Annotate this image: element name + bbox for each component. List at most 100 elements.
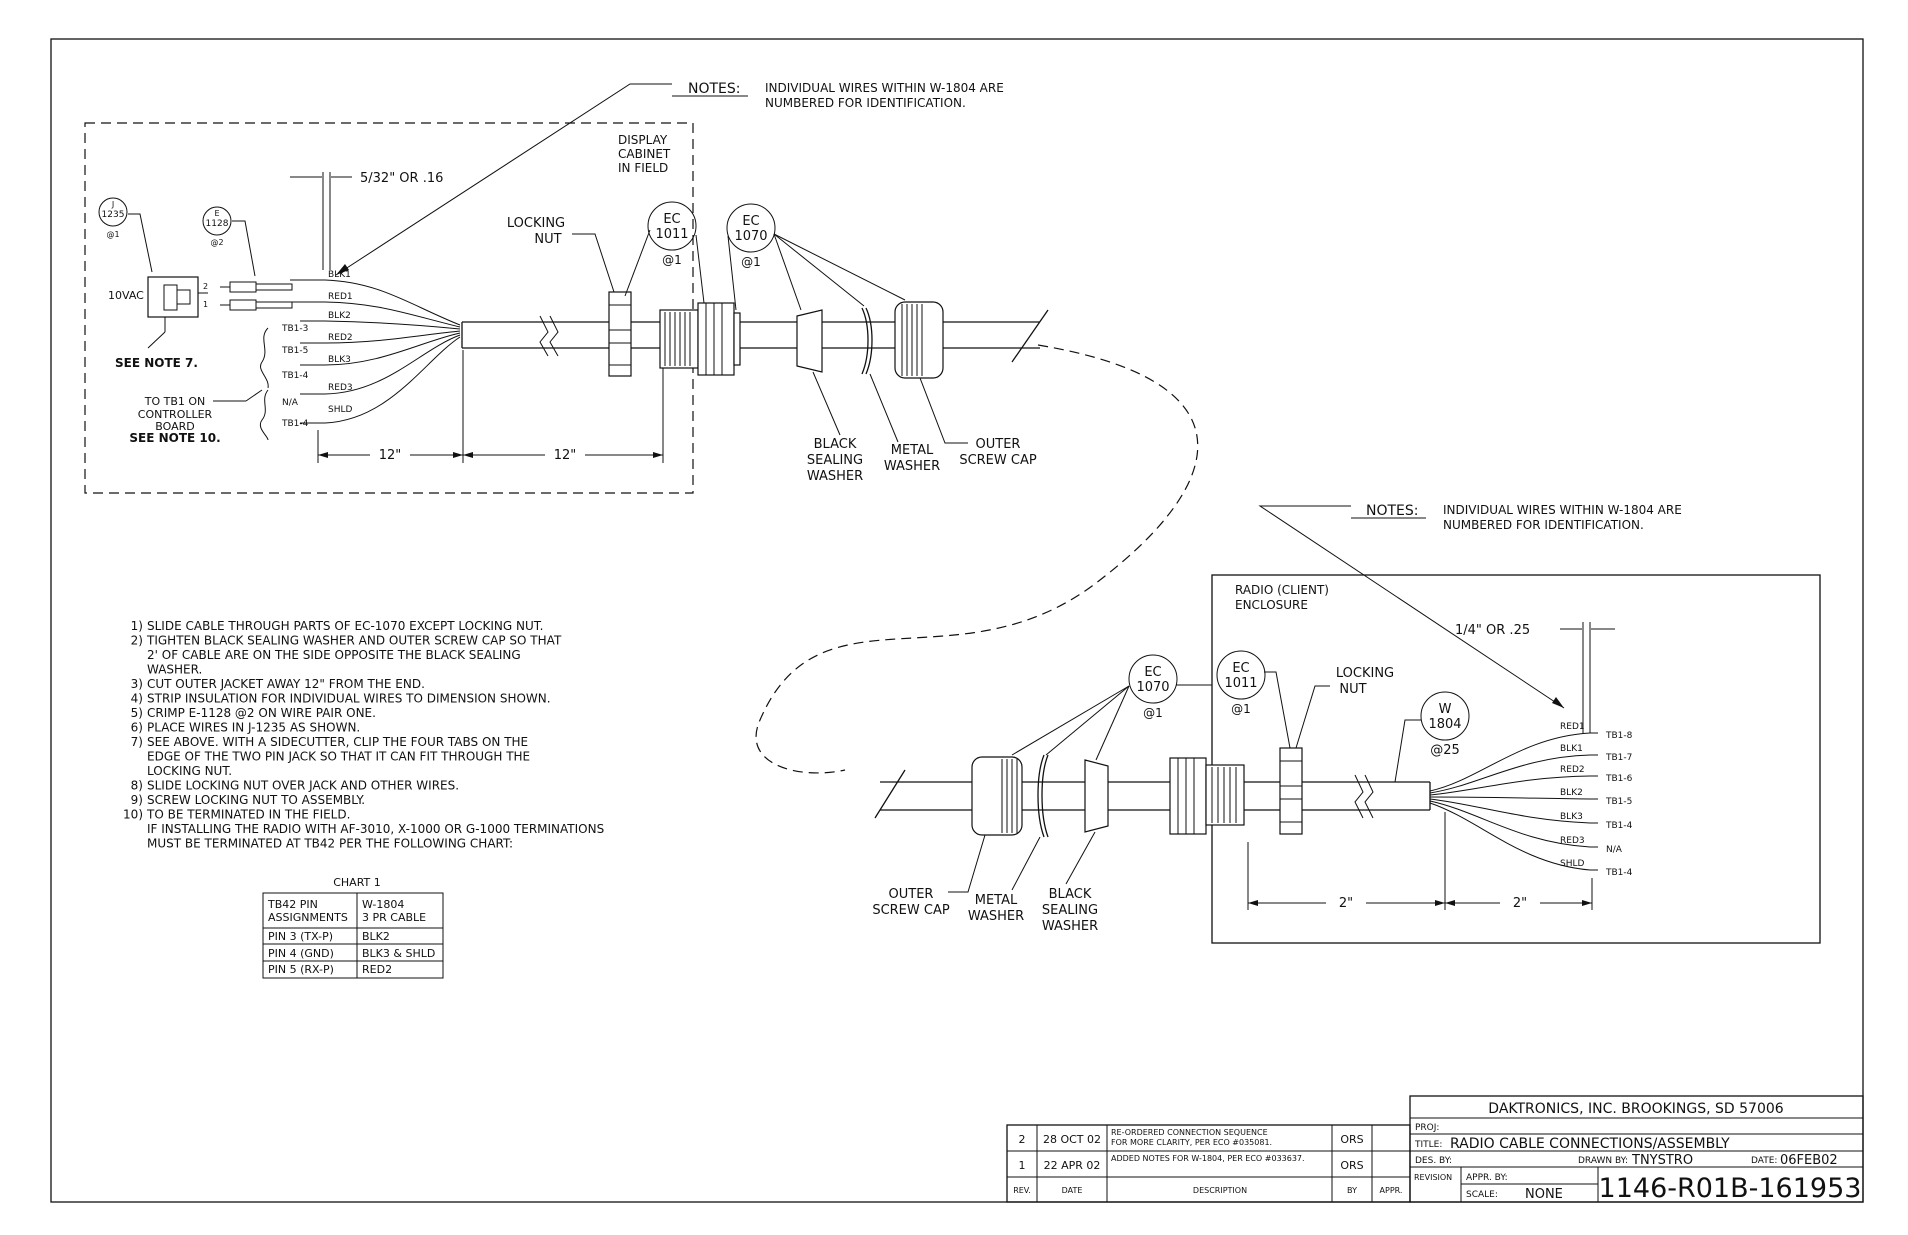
chart-1-header-col1-line2: ASSIGNMENTS — [268, 911, 348, 924]
e1128-bubble-qty: @2 — [210, 238, 223, 247]
notes-top-label: NOTES: — [688, 81, 741, 97]
see-note-7: SEE NOTE 7. — [115, 356, 198, 370]
scale-label: SCALE: — [1466, 1190, 1498, 1200]
radio-wire-blk3: BLK3 — [1560, 812, 1583, 822]
instruction-text: TO BE TERMINATED IN THE FIELD. — [146, 808, 350, 822]
see-note-10: SEE NOTE 10. — [129, 431, 220, 445]
notes-top-line2: NUMBERED FOR IDENTIFICATION. — [765, 96, 966, 110]
proj-label: PROJ: — [1415, 1123, 1439, 1133]
radio-ec1070-num: 1070 — [1136, 680, 1169, 695]
radio-black-washer-1: BLACK — [1049, 887, 1092, 902]
radio-wire-red1: RED1 — [1560, 722, 1585, 732]
revision-1-rev: 1 — [1019, 1159, 1026, 1172]
w1804-bubble-top: W — [1439, 702, 1452, 717]
pin-label-1: 1 — [203, 300, 208, 309]
display-ec1070-num: 1070 — [734, 229, 767, 244]
display-black-washer-3: WASHER — [807, 469, 863, 484]
instruction-number: 5) — [131, 706, 143, 720]
display-ec1011-body — [659, 309, 699, 369]
revision-2-desc-1: RE-ORDERED CONNECTION SEQUENCE — [1111, 1128, 1268, 1137]
pin-label-2: 2 — [203, 282, 208, 291]
revision-1-desc-1: ADDED NOTES FOR W-1804, PER ECO #033637. — [1111, 1154, 1305, 1163]
display-black-sealing-washer — [796, 309, 823, 373]
display-wire-blk2: BLK2 — [328, 311, 351, 321]
radio-black-washer-2: SEALING — [1042, 903, 1098, 918]
drawing-number: 1146-R01B-161953 — [1599, 1173, 1862, 1204]
notes-bottom: NOTES: INDIVIDUAL WIRES WITHIN W-1804 AR… — [1258, 503, 1682, 709]
display-metal-washer-2: WASHER — [884, 459, 940, 474]
chart-1-row3-wire: RED2 — [362, 963, 392, 976]
display-wire-blk3: BLK3 — [328, 355, 351, 365]
radio-wire-shld: SHLD — [1560, 859, 1584, 869]
radio-hardware: OUTER SCREW CAP METAL WASHER BLACK SEALI… — [872, 650, 1470, 934]
display-term-tb1-4b: TB1-4 — [281, 419, 309, 429]
display-locking-nut — [608, 291, 632, 377]
radio-dim-2: 2" — [1513, 896, 1527, 911]
radio-enclosure-title-2: ENCLOSURE — [1235, 598, 1308, 612]
radio-strip-dimension: 1/4" OR .25 — [1455, 623, 1530, 638]
display-ec1070-qty: @1 — [741, 255, 761, 269]
display-term-tb1-5: TB1-5 — [281, 346, 308, 356]
display-term-na: N/A — [282, 398, 299, 408]
display-black-washer-2: SEALING — [807, 453, 863, 468]
radio-ec1070-qty: @1 — [1143, 706, 1163, 720]
notes-top-line1: INDIVIDUAL WIRES WITHIN W-1804 ARE — [765, 81, 1004, 95]
display-wire-fan — [290, 279, 461, 424]
radio-ec1011-num: 1011 — [1224, 676, 1257, 691]
radio-wire-blk2: BLK2 — [1560, 788, 1583, 798]
instruction-text: EDGE OF THE TWO PIN JACK SO THAT IT CAN … — [147, 750, 530, 764]
instruction-number: 6) — [131, 721, 143, 735]
radio-metal-washer — [1037, 754, 1045, 838]
instruction-number: 7) — [131, 735, 143, 749]
chart-1-row2-wire: BLK3 & SHLD — [362, 947, 435, 960]
tb1-note-line3: BOARD — [155, 420, 194, 433]
instruction-number: 9) — [131, 793, 143, 807]
display-wire-red2: RED2 — [328, 333, 353, 343]
radio-ec1070-top: EC — [1144, 665, 1161, 680]
instruction-text: PLACE WIRES IN J-1235 AS SHOWN. — [147, 721, 360, 735]
notes-bottom-line2: NUMBERED FOR IDENTIFICATION. — [1443, 518, 1644, 532]
instruction-text: SEE ABOVE. WITH A SIDECUTTER, CLIP THE F… — [147, 735, 528, 749]
radio-term-tb1-4b: TB1-4 — [1605, 868, 1633, 878]
notes-bottom-line1: INDIVIDUAL WIRES WITHIN W-1804 ARE — [1443, 503, 1682, 517]
company-name: DAKTRONICS, INC. BROOKINGS, SD 57006 — [1488, 1101, 1783, 1117]
radio-outer-cap-1: OUTER — [889, 887, 934, 902]
display-wire-shld: SHLD — [328, 405, 352, 415]
radio-locking-nut — [1279, 747, 1303, 835]
chart-1: CHART 1 TB42 PIN ASSIGNMENTS W-1804 3 PR… — [262, 876, 444, 979]
tb1-note-line2: CONTROLLER — [138, 408, 213, 421]
radio-black-washer-3: WASHER — [1042, 919, 1098, 934]
radio-wire-red2: RED2 — [1560, 765, 1585, 775]
radio-ec1011-top: EC — [1232, 661, 1249, 676]
display-dim-1: 12" — [379, 448, 402, 463]
display-term-tb1-3: TB1-3 — [281, 324, 308, 334]
instruction-text: STRIP INSULATION FOR INDIVIDUAL WIRES TO… — [147, 692, 551, 706]
display-ec1011-num: 1011 — [655, 227, 688, 242]
display-locking-nut-label-1: LOCKING — [507, 216, 565, 231]
radio-term-na: N/A — [1606, 845, 1623, 855]
radio-locking-nut-label-1: LOCKING — [1336, 666, 1394, 681]
chart-1-row3-pin: PIN 5 (RX-P) — [268, 963, 334, 976]
instruction-number: 1) — [131, 619, 143, 633]
e1128-bubble-num: 1128 — [206, 219, 229, 229]
date-value: 06FEB02 — [1780, 1153, 1838, 1168]
display-cabinet: DISPLAY CABINET IN FIELD 5/32" OR .16 J … — [84, 122, 1040, 494]
display-wire-red1: RED1 — [328, 292, 353, 302]
display-hardware: LOCKING NUT EC 1011 @1 EC 1070 @1 — [507, 201, 1049, 484]
radio-metal-washer-2: WASHER — [968, 909, 1024, 924]
display-outer-cap-2: SCREW CAP — [959, 453, 1037, 468]
instruction-text: LOCKING NUT. — [147, 764, 232, 778]
notes-bottom-label: NOTES: — [1366, 503, 1419, 519]
title-value: RADIO CABLE CONNECTIONS/ASSEMBLY — [1450, 1136, 1730, 1152]
chart-1-title: CHART 1 — [333, 876, 381, 889]
w1804-bubble-num: 1804 — [1428, 717, 1461, 732]
w1804-bubble-qty: @25 — [1430, 743, 1460, 758]
vac-label: 10VAC — [108, 289, 144, 302]
display-strip-dimension: 5/32" OR .16 — [360, 171, 443, 186]
revision-label: REVISION — [1414, 1173, 1452, 1182]
revision-header-by: BY — [1347, 1186, 1357, 1195]
instruction-text: SCREW LOCKING NUT TO ASSEMBLY. — [147, 793, 365, 807]
display-ec1011-top: EC — [663, 212, 680, 227]
radio-term-tb1-6: TB1-6 — [1605, 774, 1633, 784]
